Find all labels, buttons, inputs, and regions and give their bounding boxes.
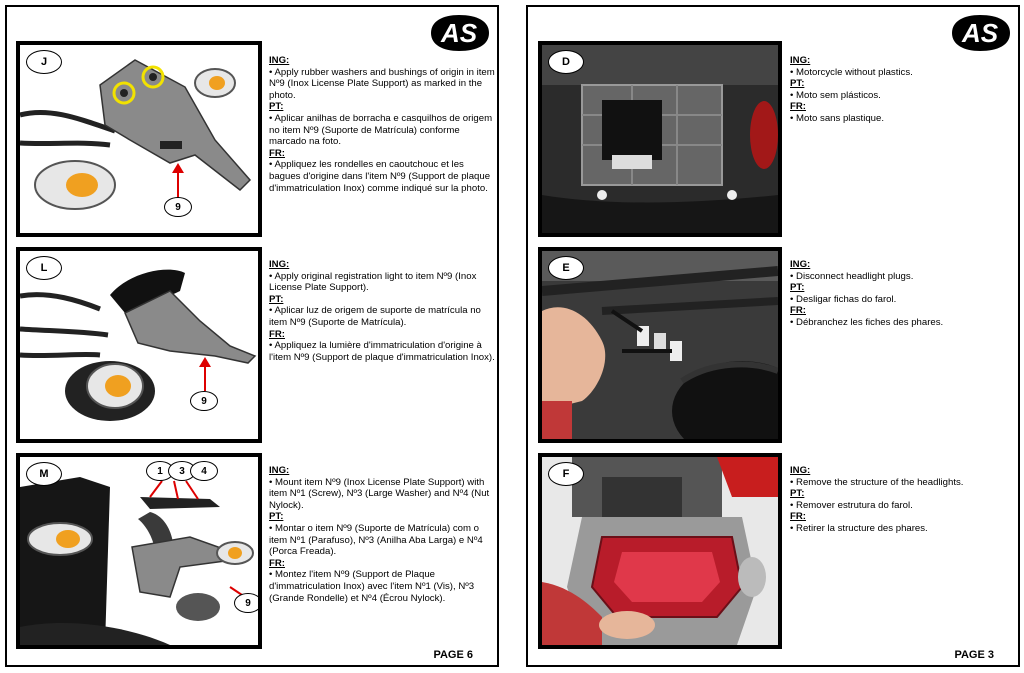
- step-label: E: [548, 256, 584, 280]
- step-instructions-e: ING: • Disconnect headlight plugs. PT: •…: [790, 259, 1016, 329]
- instruction-ing: • Motorcycle without plastics.: [790, 66, 913, 78]
- lang-label-fr: FR:: [269, 147, 285, 159]
- lang-label-fr: FR:: [790, 305, 806, 317]
- step-photo-m: M 1 3 4 9: [16, 453, 262, 649]
- instruction-fr: • Montez l'item Nº9 (Support de Plaque d…: [269, 569, 475, 604]
- mounted-support-photo: [20, 457, 258, 645]
- svg-text:AS: AS: [961, 18, 999, 48]
- lang-label-pt: PT:: [269, 101, 284, 113]
- remove-headlight-structure-photo: [542, 457, 778, 645]
- registration-light-photo: [20, 251, 258, 439]
- callout-item-9: 9: [190, 391, 218, 411]
- lang-label-pt: PT:: [790, 78, 805, 90]
- step-photo-l: L 9: [16, 247, 262, 443]
- step-photo-e: E: [538, 247, 782, 443]
- lang-label-fr: FR:: [269, 328, 285, 340]
- instruction-ing: • Apply rubber washers and bushings of o…: [269, 66, 495, 101]
- step-instructions-j: ING: • Apply rubber washers and bushings…: [269, 55, 495, 194]
- lang-label-ing: ING:: [269, 259, 290, 270]
- manual-page-6: AS J 9 ING: • Apply rubber washers and b…: [5, 5, 499, 667]
- instruction-ing: • Mount item Nº9 (Inox License Plate Sup…: [269, 476, 490, 511]
- instruction-pt: • Aplicar anilhas de borracha e casquilh…: [269, 112, 493, 148]
- step-instructions-l: ING: • Apply original registration light…: [269, 259, 495, 363]
- step-photo-d: D: [538, 41, 782, 237]
- lang-label-fr: FR:: [790, 511, 806, 523]
- page-number: PAGE 6: [433, 649, 473, 661]
- instruction-pt: • Montar o item Nº9 (Suporte de Matrícul…: [269, 522, 483, 558]
- svg-text:AS: AS: [440, 18, 478, 48]
- instruction-fr: • Moto sans plastique.: [790, 112, 885, 124]
- step-label: D: [548, 50, 584, 74]
- step-photo-f: F: [538, 453, 782, 649]
- as-logo: AS: [431, 15, 489, 51]
- lang-label-pt: PT:: [269, 293, 284, 305]
- callout-item-4: 4: [190, 461, 218, 481]
- step-photo-j: J 9: [16, 41, 262, 237]
- instruction-pt: • Remover estrutura do farol.: [790, 499, 913, 511]
- instruction-ing: • Disconnect headlight plugs.: [790, 270, 914, 282]
- instruction-pt: • Desligar fichas do farol.: [790, 293, 897, 305]
- manual-page-3: AS D ING: • Motorcycle without plastics.…: [526, 5, 1020, 667]
- lang-label-pt: PT:: [790, 488, 805, 500]
- instruction-fr: • Appliquez la lumière d'immatriculation…: [269, 340, 495, 363]
- instruction-fr: • Débranchez les fiches des phares.: [790, 316, 944, 328]
- callout-item-9: 9: [164, 197, 192, 217]
- instruction-fr: • Appliquez les rondelles en caoutchouc …: [269, 159, 491, 194]
- as-logo: AS: [952, 15, 1010, 51]
- step-label: F: [548, 462, 584, 486]
- lang-label-ing: ING:: [790, 465, 811, 476]
- step-instructions-d: ING: • Motorcycle without plastics. PT: …: [790, 55, 1016, 125]
- lang-label-pt: PT:: [790, 282, 805, 294]
- instruction-ing: • Remove the structure of the headlights…: [790, 476, 964, 488]
- disconnect-headlight-plugs-photo: [542, 251, 778, 439]
- motorcycle-without-plastics-photo: [542, 45, 778, 233]
- lang-label-pt: PT:: [269, 511, 284, 523]
- license-plate-support-photo: [20, 45, 258, 233]
- lang-label-ing: ING:: [269, 55, 290, 66]
- callout-item-9: 9: [234, 593, 258, 613]
- instruction-pt: • Aplicar luz de origem de suporte de ma…: [269, 305, 481, 328]
- instruction-pt: • Moto sem plásticos.: [790, 89, 881, 101]
- step-label: M: [26, 462, 62, 486]
- step-instructions-f: ING: • Remove the structure of the headl…: [790, 465, 1016, 535]
- step-label: L: [26, 256, 62, 280]
- page-number: PAGE 3: [954, 649, 994, 661]
- instruction-ing: • Apply original registration light to i…: [269, 270, 477, 294]
- lang-label-fr: FR:: [269, 557, 285, 569]
- instruction-fr: • Retirer la structure des phares.: [790, 522, 928, 534]
- lang-label-ing: ING:: [790, 259, 811, 270]
- step-instructions-m: ING: • Mount item Nº9 (Inox License Plat…: [269, 465, 495, 604]
- lang-label-fr: FR:: [790, 101, 806, 113]
- step-label: J: [26, 50, 62, 74]
- lang-label-ing: ING:: [269, 465, 290, 476]
- lang-label-ing: ING:: [790, 55, 811, 66]
